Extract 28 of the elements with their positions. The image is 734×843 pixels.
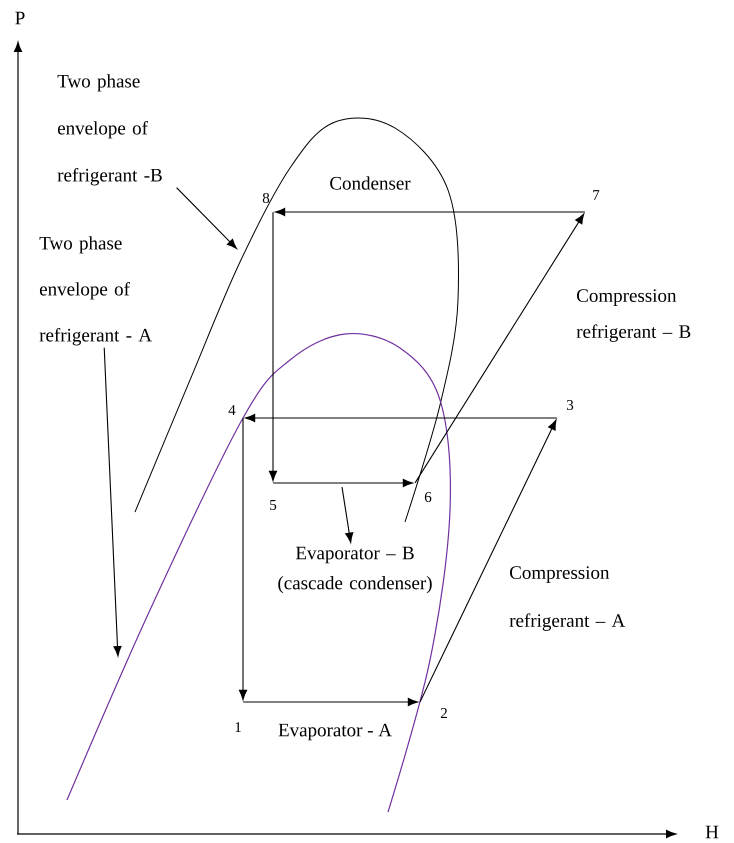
process-arrow xyxy=(414,214,584,484)
state-point: 3 xyxy=(566,400,574,410)
axis-label: H xyxy=(706,826,718,838)
annotation-text: Two phase envelope of refrigerant - A xyxy=(40,236,152,346)
process-arrow xyxy=(273,478,414,488)
annotation-text: Two phase envelope of refrigerant -B xyxy=(58,74,162,186)
process-arrow xyxy=(238,418,248,700)
annotation-text: Evaporator – B (cascade condenser) xyxy=(278,546,432,594)
state-point: 5 xyxy=(270,500,276,510)
process-label: Compression refrigerant – A xyxy=(510,566,626,631)
leader-arrow xyxy=(176,187,237,249)
state-point: 8 xyxy=(262,192,270,204)
axis-label: P xyxy=(15,12,25,24)
condenser-label: Condenser xyxy=(330,176,410,190)
state-point: 7 xyxy=(593,190,600,200)
process-label: Compression refrigerant – B xyxy=(576,289,690,342)
state-point: 2 xyxy=(440,708,447,718)
process-arrow xyxy=(244,414,557,422)
state-point: 4 xyxy=(228,405,236,415)
process-arrow xyxy=(268,212,278,482)
leader-arrow xyxy=(341,486,354,543)
state-point: 1 xyxy=(236,722,241,732)
process-arrow xyxy=(274,208,585,216)
process-arrow xyxy=(243,698,418,706)
process-label: Evaporator - A xyxy=(278,724,392,740)
process-arrow xyxy=(420,420,556,702)
state-point: 6 xyxy=(424,492,432,502)
leader-arrow xyxy=(104,348,122,656)
